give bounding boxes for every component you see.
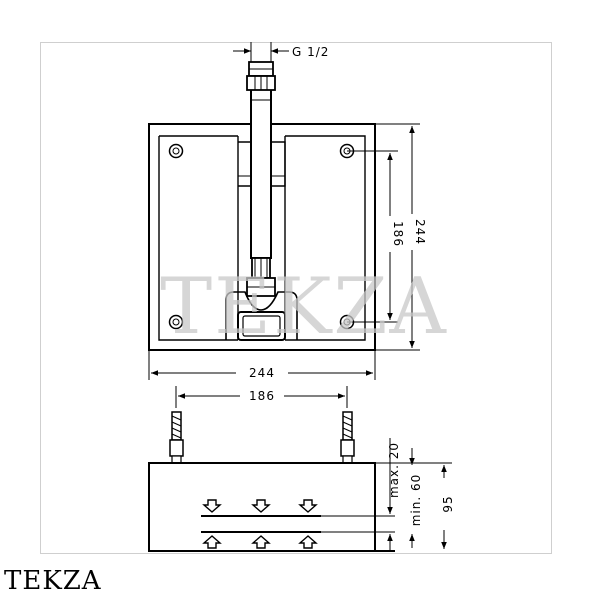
drain-bowl: [225, 291, 298, 340]
corner-screw: [168, 314, 184, 330]
watermark: TEKZA: [160, 262, 448, 352]
up-arrow-icon: [202, 535, 222, 549]
down-arrow-icon: [202, 499, 222, 513]
top-view: [148, 61, 376, 351]
width-label: 244: [249, 366, 275, 380]
inlet-pipe: [250, 87, 272, 259]
outer-height-label: 244: [413, 219, 427, 245]
inner-height-label: 186: [391, 221, 405, 247]
rod-spacing-dim: [175, 386, 348, 408]
brand-logo-text: TEKZA: [4, 566, 102, 596]
box-inner-rim: [158, 135, 366, 341]
top-fitting: [246, 61, 276, 91]
mounting-rod: [169, 411, 184, 464]
total-depth-label: 95: [441, 495, 455, 512]
side-view: [148, 411, 395, 552]
drawing-frame: [40, 42, 552, 554]
thread-label: G 1/2: [292, 45, 329, 59]
down-arrow-icon: [298, 499, 318, 513]
min-depth-label: min. 60: [409, 474, 423, 527]
bottom-fitting: [246, 257, 276, 297]
depth-dims: [375, 438, 452, 551]
thread-callout: [233, 42, 289, 62]
mounting-rod: [340, 411, 355, 464]
drain-box: [237, 311, 286, 341]
width-dim: [148, 350, 376, 380]
height-dims: [347, 123, 420, 351]
down-arrow-icon: [251, 499, 271, 513]
max-depth-label: max. 20: [387, 442, 401, 498]
up-arrow-icon: [298, 535, 318, 549]
rod-spacing-label: 186: [249, 389, 275, 403]
up-arrow-icon: [251, 535, 271, 549]
corner-screw: [168, 143, 184, 159]
